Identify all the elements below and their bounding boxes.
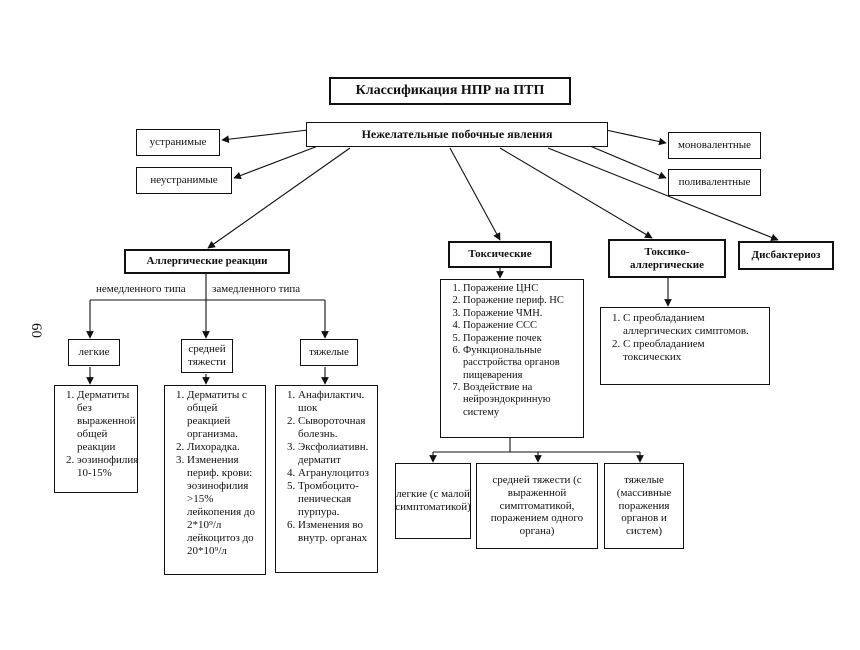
- list-item: С преобладанием аллергических симптомов.: [623, 312, 765, 338]
- toxic-allergic-list: С преобладанием аллергических симптомов.…: [600, 307, 770, 385]
- list-item: Тромбоцито-пеническая пурпура.: [298, 480, 373, 519]
- list-item: Воздействие на нейроэндокринную систему: [463, 382, 579, 419]
- allergic-delayed-type: замедленного типа: [212, 283, 301, 295]
- node-polyvalent: поливалентные: [668, 169, 761, 196]
- list-item: Поражение ЦНС: [463, 283, 579, 295]
- list-item: Сывороточная болезнь.: [298, 415, 373, 441]
- root-node: Нежелательные побочные явления: [306, 122, 608, 147]
- node-dysbacteriosis: Дисбактериоз: [738, 241, 834, 270]
- node-unremovable: неустранимые: [136, 167, 232, 194]
- list-item: Поражение периф. НС: [463, 295, 579, 307]
- list-item: Изменения во внутр. органах: [298, 519, 373, 545]
- allergic-severe-list: Анафилактич. шок Сывороточная болезнь. Э…: [275, 385, 378, 573]
- allergic-severity-mild: легкие: [68, 339, 120, 366]
- list-item: Поражение ЧМН.: [463, 308, 579, 320]
- allergic-severity-severe: тяжелые: [300, 339, 358, 366]
- toxic-severity-mild: легкие (с малой симптоматикой): [395, 463, 471, 539]
- list-item: Лихорадка.: [187, 441, 261, 454]
- toxic-severity-severe: тяжелые (массивные поражения органов и с…: [604, 463, 684, 549]
- diagram-title: Классификация НПР на ПТП: [329, 77, 571, 105]
- list-item: Функциональные расстройства органов пище…: [463, 345, 579, 382]
- list-item: эозинофилия 10-15%: [77, 454, 138, 480]
- list-item: Изменения периф. крови: эозинофилия >15%…: [187, 454, 261, 558]
- allergic-severity-medium: средней тяжести: [181, 339, 233, 373]
- node-allergic: Аллергические реакции: [124, 249, 290, 274]
- list-item: Анафилактич. шок: [298, 389, 373, 415]
- list-item: Агранулоцитоз: [298, 467, 373, 480]
- list-item: Дерматиты с общей реакцией организма.: [187, 389, 261, 441]
- list-item: Дерматиты без выраженной общей реакции: [77, 389, 135, 454]
- allergic-immediate-type: немедленного типа: [96, 283, 186, 295]
- toxic-severity-medium: средней тяжести (с выраженной симптомати…: [476, 463, 598, 549]
- allergic-mild-list: Дерматиты без выраженной общей реакции э…: [54, 385, 138, 493]
- list-item: Поражение ССС: [463, 320, 579, 332]
- node-removable: устранимые: [136, 129, 220, 156]
- node-monovalent: моновалентные: [668, 132, 761, 159]
- node-toxic-allergic: Токсико-аллергические: [608, 239, 726, 278]
- list-item: Эксфолиативн. дерматит: [298, 441, 373, 467]
- list-item: С преобладанием токсических: [623, 338, 765, 364]
- allergic-medium-list: Дерматиты с общей реакцией организма. Ли…: [164, 385, 266, 575]
- node-toxic: Токсические: [448, 241, 552, 268]
- list-item: Поражение почек: [463, 333, 579, 345]
- page-number: 60: [28, 323, 44, 338]
- toxic-list: Поражение ЦНС Поражение периф. НС Пораже…: [440, 279, 584, 438]
